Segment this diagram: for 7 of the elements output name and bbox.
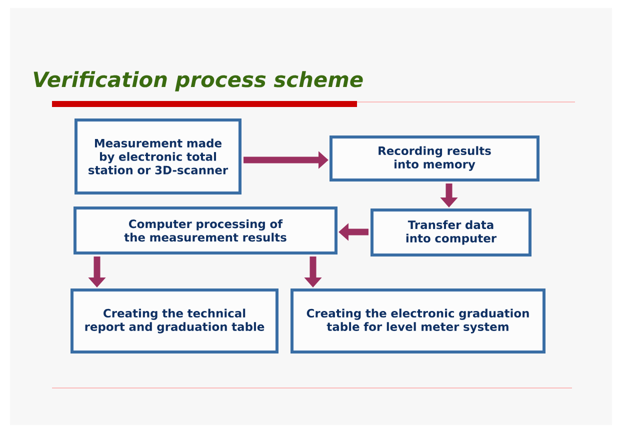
process-box: Creating the technical report and graduation table xyxy=(70,288,278,354)
process-box: Computer processing of the measurement results xyxy=(74,206,338,254)
process-box: Creating the electronic graduation table for level meter system xyxy=(290,288,546,354)
process-box: Transfer data into computer xyxy=(370,208,532,256)
process-box: Recording results into memory xyxy=(330,136,540,182)
slide-title: Verification process scheme xyxy=(34,71,363,92)
process-box: Measurement made by electronic total station or 3D-scanner xyxy=(74,118,242,194)
